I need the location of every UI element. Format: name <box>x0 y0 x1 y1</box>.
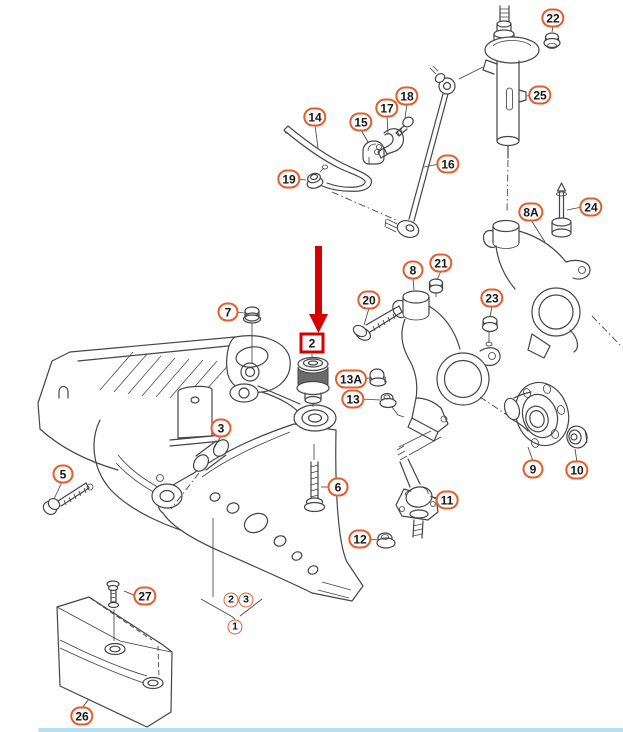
callout-7[interactable]: 7 <box>217 302 239 322</box>
sleeve-drawing <box>192 439 230 472</box>
subframe-drawing <box>37 335 301 541</box>
arm-bolt-drawing <box>303 444 326 513</box>
highlight-arrow <box>309 246 328 333</box>
callout-3-group[interactable]: 3 <box>238 592 254 608</box>
callout-21[interactable]: 21 <box>429 253 453 273</box>
callout-11[interactable]: 11 <box>435 490 459 510</box>
strut-top-nut-drawing <box>543 32 561 49</box>
strut-drawing <box>458 5 540 159</box>
knuckle-right-drawing <box>482 219 591 359</box>
callout-19[interactable]: 19 <box>277 169 301 189</box>
knuckle-center-drawing <box>392 290 501 442</box>
callout-3[interactable]: 3 <box>210 418 232 438</box>
bushing-bolt-drawing <box>369 368 387 387</box>
callout-15[interactable]: 15 <box>349 112 373 132</box>
callout-22[interactable]: 22 <box>541 8 565 28</box>
bottom-border-bar <box>38 728 623 732</box>
callout-26[interactable]: 26 <box>70 706 94 726</box>
group-bracket-lines <box>200 518 263 620</box>
axle-nut-drawing <box>566 425 588 449</box>
callout-12[interactable]: 12 <box>348 529 372 549</box>
callout-27[interactable]: 27 <box>133 586 157 606</box>
callout-13a[interactable]: 13A <box>334 369 368 389</box>
pivot-bolt-drawing <box>352 305 403 341</box>
stabilizer-bushing-drawing <box>362 140 385 165</box>
clamp-bolt-drawing <box>395 116 414 137</box>
callout-20[interactable]: 20 <box>357 290 381 310</box>
callout-5[interactable]: 5 <box>52 464 74 484</box>
callout-25[interactable]: 25 <box>528 85 552 105</box>
callout-8a[interactable]: 8A <box>518 202 544 222</box>
callout-2-highlight[interactable]: 2 <box>299 332 325 354</box>
ball-joint-nut-drawing <box>376 532 396 549</box>
subframe-bolt-drawing <box>42 482 90 516</box>
control-arm-drawing <box>151 404 364 602</box>
wheel-hub-drawing <box>503 381 570 448</box>
callout-2-group[interactable]: 2 <box>223 592 239 608</box>
subframe-nut-drawing <box>242 306 262 364</box>
callout-24[interactable]: 24 <box>579 197 603 217</box>
callout-9[interactable]: 9 <box>522 459 544 479</box>
stabilizer-nut-drawing <box>306 164 328 189</box>
callout-10[interactable]: 10 <box>565 460 589 480</box>
callout-17[interactable]: 17 <box>375 98 399 118</box>
projection-lines <box>170 159 622 510</box>
ball-joint-drawing <box>395 430 442 539</box>
nut-23-drawing <box>481 315 499 347</box>
callout-23[interactable]: 23 <box>480 288 504 308</box>
bushing-nut-drawing <box>379 392 405 418</box>
cover-drawing <box>56 596 173 728</box>
callout-1[interactable]: 1 <box>227 619 243 635</box>
knuckle-nut-drawing <box>428 278 444 297</box>
callout-6[interactable]: 6 <box>327 477 349 497</box>
cover-screw-drawing <box>106 580 120 641</box>
bonded-bushing-drawing <box>296 354 330 407</box>
callout-16[interactable]: 16 <box>436 154 460 174</box>
callout-18[interactable]: 18 <box>395 86 419 106</box>
callout-8[interactable]: 8 <box>402 260 424 280</box>
callout-13[interactable]: 13 <box>341 389 365 409</box>
stabilizer-link-drawing <box>384 65 456 239</box>
stabilizer-clamp-drawing <box>374 128 405 159</box>
pinch-bolt-drawing <box>551 182 572 238</box>
callout-14[interactable]: 14 <box>303 107 327 127</box>
